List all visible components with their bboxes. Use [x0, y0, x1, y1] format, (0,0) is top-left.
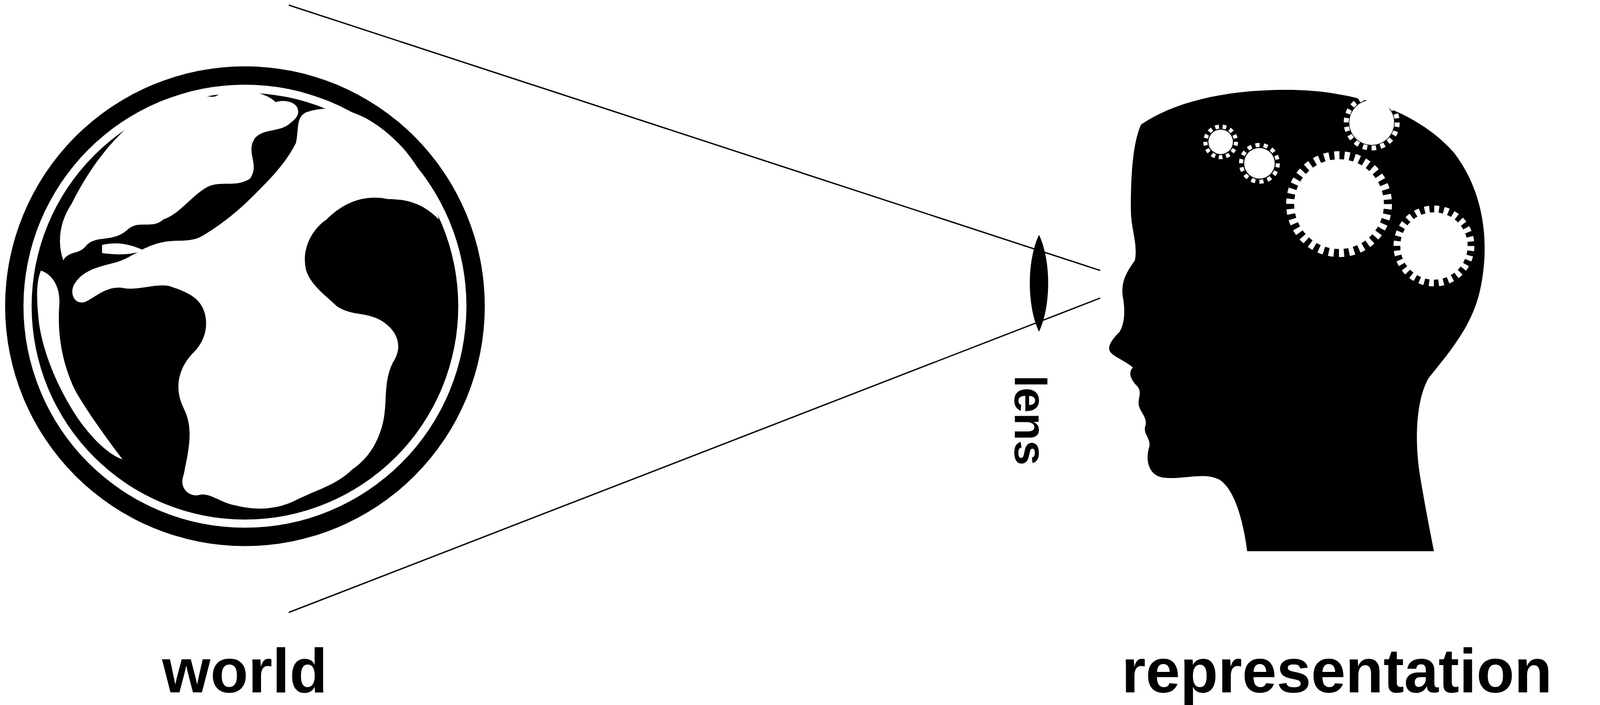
- lens-symbol: [1029, 234, 1048, 332]
- representation-label: representation: [1121, 639, 1553, 702]
- gear: [1349, 99, 1395, 145]
- gear-teeth: [1397, 209, 1471, 283]
- gear-teeth: [1241, 144, 1279, 182]
- lens-label: lens: [1008, 375, 1054, 466]
- world-label: world: [162, 639, 328, 702]
- gear: [1244, 148, 1275, 179]
- gear: [1400, 212, 1468, 280]
- gear-teeth: [1205, 126, 1236, 158]
- gear-teeth: [1291, 156, 1388, 253]
- gear: [1208, 129, 1234, 155]
- globe: [5, 66, 485, 546]
- head-silhouette: [1108, 89, 1485, 552]
- scene: [5, 5, 1485, 613]
- gear-teeth: [1346, 97, 1398, 149]
